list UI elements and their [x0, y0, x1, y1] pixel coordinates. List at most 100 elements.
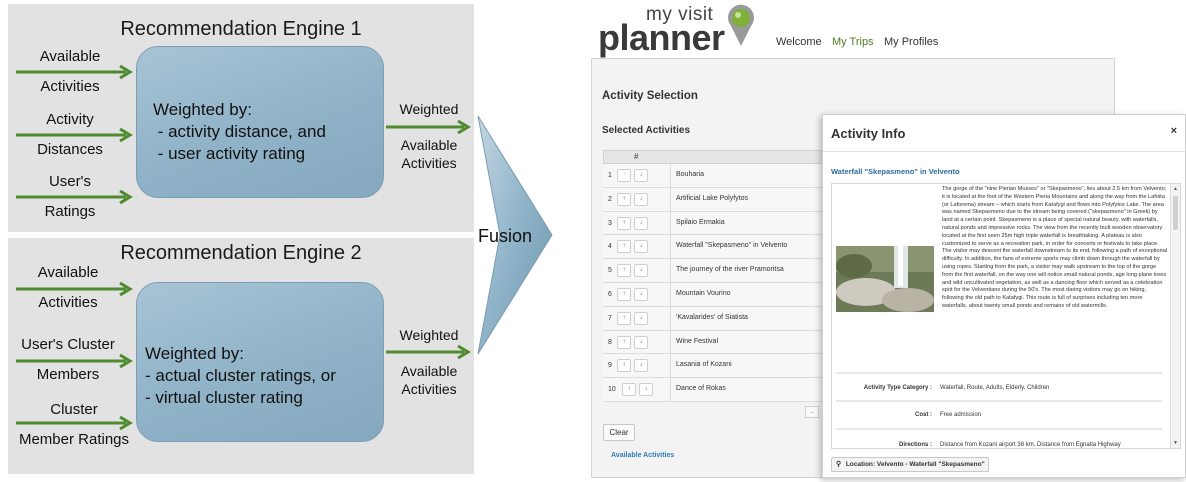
move-down-button[interactable]: ↓	[634, 192, 648, 206]
engine-2-weight-line: - actual cluster ratings, or	[145, 366, 336, 385]
details-divider	[836, 400, 1162, 402]
scroll-up-icon[interactable]: ▲	[1173, 186, 1178, 192]
row-index: 2	[608, 195, 612, 203]
logo-tagline: my visit	[646, 4, 714, 25]
column-divider	[670, 354, 671, 378]
attribute-label: Activity Type Category :	[863, 385, 932, 391]
move-down-button[interactable]: ↓	[634, 335, 648, 349]
attribute-value: Distance from Kozani airport 38 km. Dist…	[940, 442, 1121, 448]
next-page-button[interactable]: →	[805, 406, 819, 418]
location-button[interactable]: ⚲ Location: Velvento - Waterfall "Skepas…	[831, 457, 989, 472]
table-row: 1↑↓Bouharia	[603, 164, 823, 188]
move-down-button[interactable]: ↓	[634, 311, 648, 325]
input-arrow-icon	[16, 127, 133, 143]
activity-name-cell: Spilaio Ermakia	[676, 218, 725, 226]
output-label-line: Available	[400, 137, 458, 153]
engine-1-panel: Recommendation Engine 1 Weighted by: - a…	[8, 4, 474, 232]
row-index: 10	[608, 386, 616, 394]
move-down-button[interactable]: ↓	[634, 359, 648, 373]
nav-my-trips[interactable]: My Trips	[832, 36, 874, 48]
activity-details-scroll[interactable]: The gorge of the "nine Pierian Musses" o…	[831, 183, 1181, 449]
nav-my-profiles[interactable]: My Profiles	[884, 36, 939, 48]
activity-name-cell: 'Kavalarides' of Siatista	[676, 313, 748, 321]
attribute-row-type: Activity Type Category : Waterfall, Rout…	[836, 385, 1166, 399]
move-down-button[interactable]: ↓	[634, 216, 648, 230]
engine-1-weight-line: Weighted by:	[153, 100, 252, 119]
app-logo[interactable]: my visit planner	[598, 4, 768, 58]
move-down-button[interactable]: ↓	[634, 287, 648, 301]
clear-button[interactable]: Clear	[603, 424, 635, 441]
move-up-button[interactable]: ↑	[622, 383, 636, 397]
engine-1-weights: Weighted by: - activity distance, and - …	[153, 99, 326, 165]
input-label-line: Activity	[46, 111, 94, 128]
engine-2-weight-line: Weighted by:	[145, 344, 244, 363]
output-label-line: Weighted	[399, 327, 459, 343]
move-up-button[interactable]: ↑	[617, 287, 631, 301]
move-down-button[interactable]: ↓	[634, 240, 648, 254]
available-activities-link[interactable]: Available Activities	[611, 452, 675, 459]
column-divider	[670, 330, 671, 354]
search-icon: ⚲	[836, 461, 842, 468]
engine-2-weights: Weighted by: - actual cluster ratings, o…	[145, 343, 336, 409]
engine-1-title: Recommendation Engine 1	[120, 18, 362, 40]
column-divider	[670, 282, 671, 306]
input-arrow-icon	[16, 64, 133, 80]
output-label-line: Weighted	[399, 101, 459, 117]
engine-2-input-label: Available Activities	[10, 264, 126, 312]
engine-2-box: Weighted by: - actual cluster ratings, o…	[136, 282, 384, 442]
move-down-button[interactable]: ↓	[639, 383, 653, 397]
page-title: Activity Selection	[602, 90, 698, 102]
attribute-value: Free admission	[940, 412, 982, 418]
details-scrollbar[interactable]: ▲ ▼	[1170, 184, 1180, 448]
row-index: 7	[608, 314, 612, 322]
table-row: 7 ↑↓ 'Kavalarides' of Siatista	[603, 306, 823, 331]
input-label-line: Ratings	[44, 203, 96, 220]
column-divider	[670, 378, 671, 401]
move-down-button[interactable]: ↓	[634, 264, 648, 278]
move-up-button[interactable]: ↑	[617, 264, 631, 278]
input-arrow-icon	[16, 415, 133, 431]
scroll-thumb[interactable]	[1173, 196, 1178, 230]
input-label-line: Activities	[38, 294, 98, 311]
dialog-title: Activity Info	[831, 126, 906, 141]
column-divider	[670, 211, 671, 235]
fusion-label: Fusion	[478, 226, 533, 246]
move-up-button[interactable]: ↑	[617, 311, 631, 325]
move-up-button[interactable]: ↑	[617, 359, 631, 373]
table-row: 10↑↓Dance of Rokas	[603, 378, 823, 402]
nav-welcome[interactable]: Welcome	[776, 36, 822, 48]
selected-activities-heading: Selected Activities	[602, 125, 691, 136]
move-up-button[interactable]: ↑	[617, 240, 631, 254]
move-up-button[interactable]: ↑	[617, 335, 631, 349]
details-divider	[836, 372, 1162, 374]
column-divider	[670, 235, 671, 259]
dialog-divider	[823, 151, 1185, 152]
row-index: 1	[608, 172, 612, 179]
input-arrow-icon	[16, 189, 133, 205]
engine-1-input-label: Activity Distances	[12, 111, 128, 159]
table-row: 2 ↑↓ Artificial Lake Polyfytos	[603, 187, 823, 212]
move-down-button[interactable]: ↓	[634, 169, 648, 182]
move-up-button[interactable]: ↑	[617, 216, 631, 230]
engine-2-input-label: User's Cluster Members	[8, 336, 128, 384]
activity-name-cell: Artificial Lake Polyfytos	[676, 194, 748, 202]
input-label-line: Cluster	[50, 401, 98, 418]
input-arrow-icon	[16, 353, 133, 369]
row-index: 3	[608, 219, 612, 227]
row-index: 9	[608, 362, 612, 370]
activity-info-dialog: Activity Info × Waterfall "Skepasmeno" i…	[822, 114, 1186, 478]
row-index: 6	[608, 290, 612, 298]
table-row: 6 ↑↓ Mountain Vourino	[603, 282, 823, 307]
fusion-arrow-icon	[477, 116, 553, 354]
row-index: 5	[608, 267, 612, 275]
input-label-line: User's	[48, 173, 92, 190]
close-icon[interactable]: ×	[1170, 125, 1177, 137]
attribute-row-directions: Directions : Distance from Kozani airpor…	[836, 442, 1166, 448]
details-divider	[836, 428, 1162, 430]
move-up-button[interactable]: ↑	[617, 192, 631, 206]
scroll-down-icon[interactable]: ▼	[1173, 440, 1178, 446]
table-row: 5↑↓The journey of the river Pramoritsa	[603, 259, 823, 283]
move-up-button[interactable]: ↑	[617, 169, 631, 182]
row-index: 8	[608, 338, 612, 346]
activity-name-cell: Mountain Vourino	[676, 289, 731, 297]
